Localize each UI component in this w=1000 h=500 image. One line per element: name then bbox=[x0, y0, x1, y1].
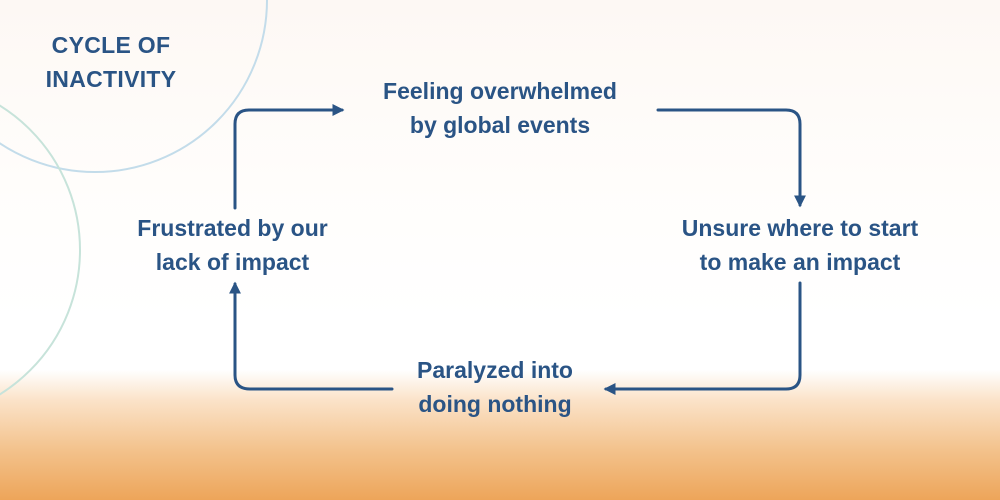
node-frustrated: Frustrated by our lack of impact bbox=[90, 211, 375, 279]
diagram-title: CYCLE OF INACTIVITY bbox=[20, 28, 202, 96]
title-line-1: CYCLE OF bbox=[51, 32, 171, 58]
node-unsure-where-to-start: Unsure where to start to make an impact bbox=[630, 211, 970, 279]
decorative-circle-blue bbox=[0, 0, 268, 173]
node-text-line-2: to make an impact bbox=[699, 249, 901, 275]
node-feeling-overwhelmed: Feeling overwhelmed by global events bbox=[330, 74, 670, 142]
node-text-line-1: Frustrated by our bbox=[137, 215, 328, 241]
node-text-line-2: doing nothing bbox=[418, 391, 572, 417]
node-text-line-2: lack of impact bbox=[155, 249, 310, 275]
node-paralyzed: Paralyzed into doing nothing bbox=[360, 353, 630, 421]
arrow-frustrated-to-overwhelmed bbox=[233, 104, 345, 210]
node-text-line-1: Paralyzed into bbox=[417, 357, 573, 383]
title-line-2: INACTIVITY bbox=[45, 66, 177, 92]
node-text-line-2: by global events bbox=[409, 112, 591, 138]
decorative-circle-green bbox=[0, 104, 81, 396]
arrow-paralyzed-to-frustrated bbox=[229, 281, 394, 391]
arrow-overwhelmed-to-unsure bbox=[656, 108, 806, 208]
node-text-line-1: Unsure where to start bbox=[681, 215, 919, 241]
node-text-line-1: Feeling overwhelmed bbox=[383, 78, 617, 104]
arrow-unsure-to-paralyzed bbox=[603, 281, 802, 395]
